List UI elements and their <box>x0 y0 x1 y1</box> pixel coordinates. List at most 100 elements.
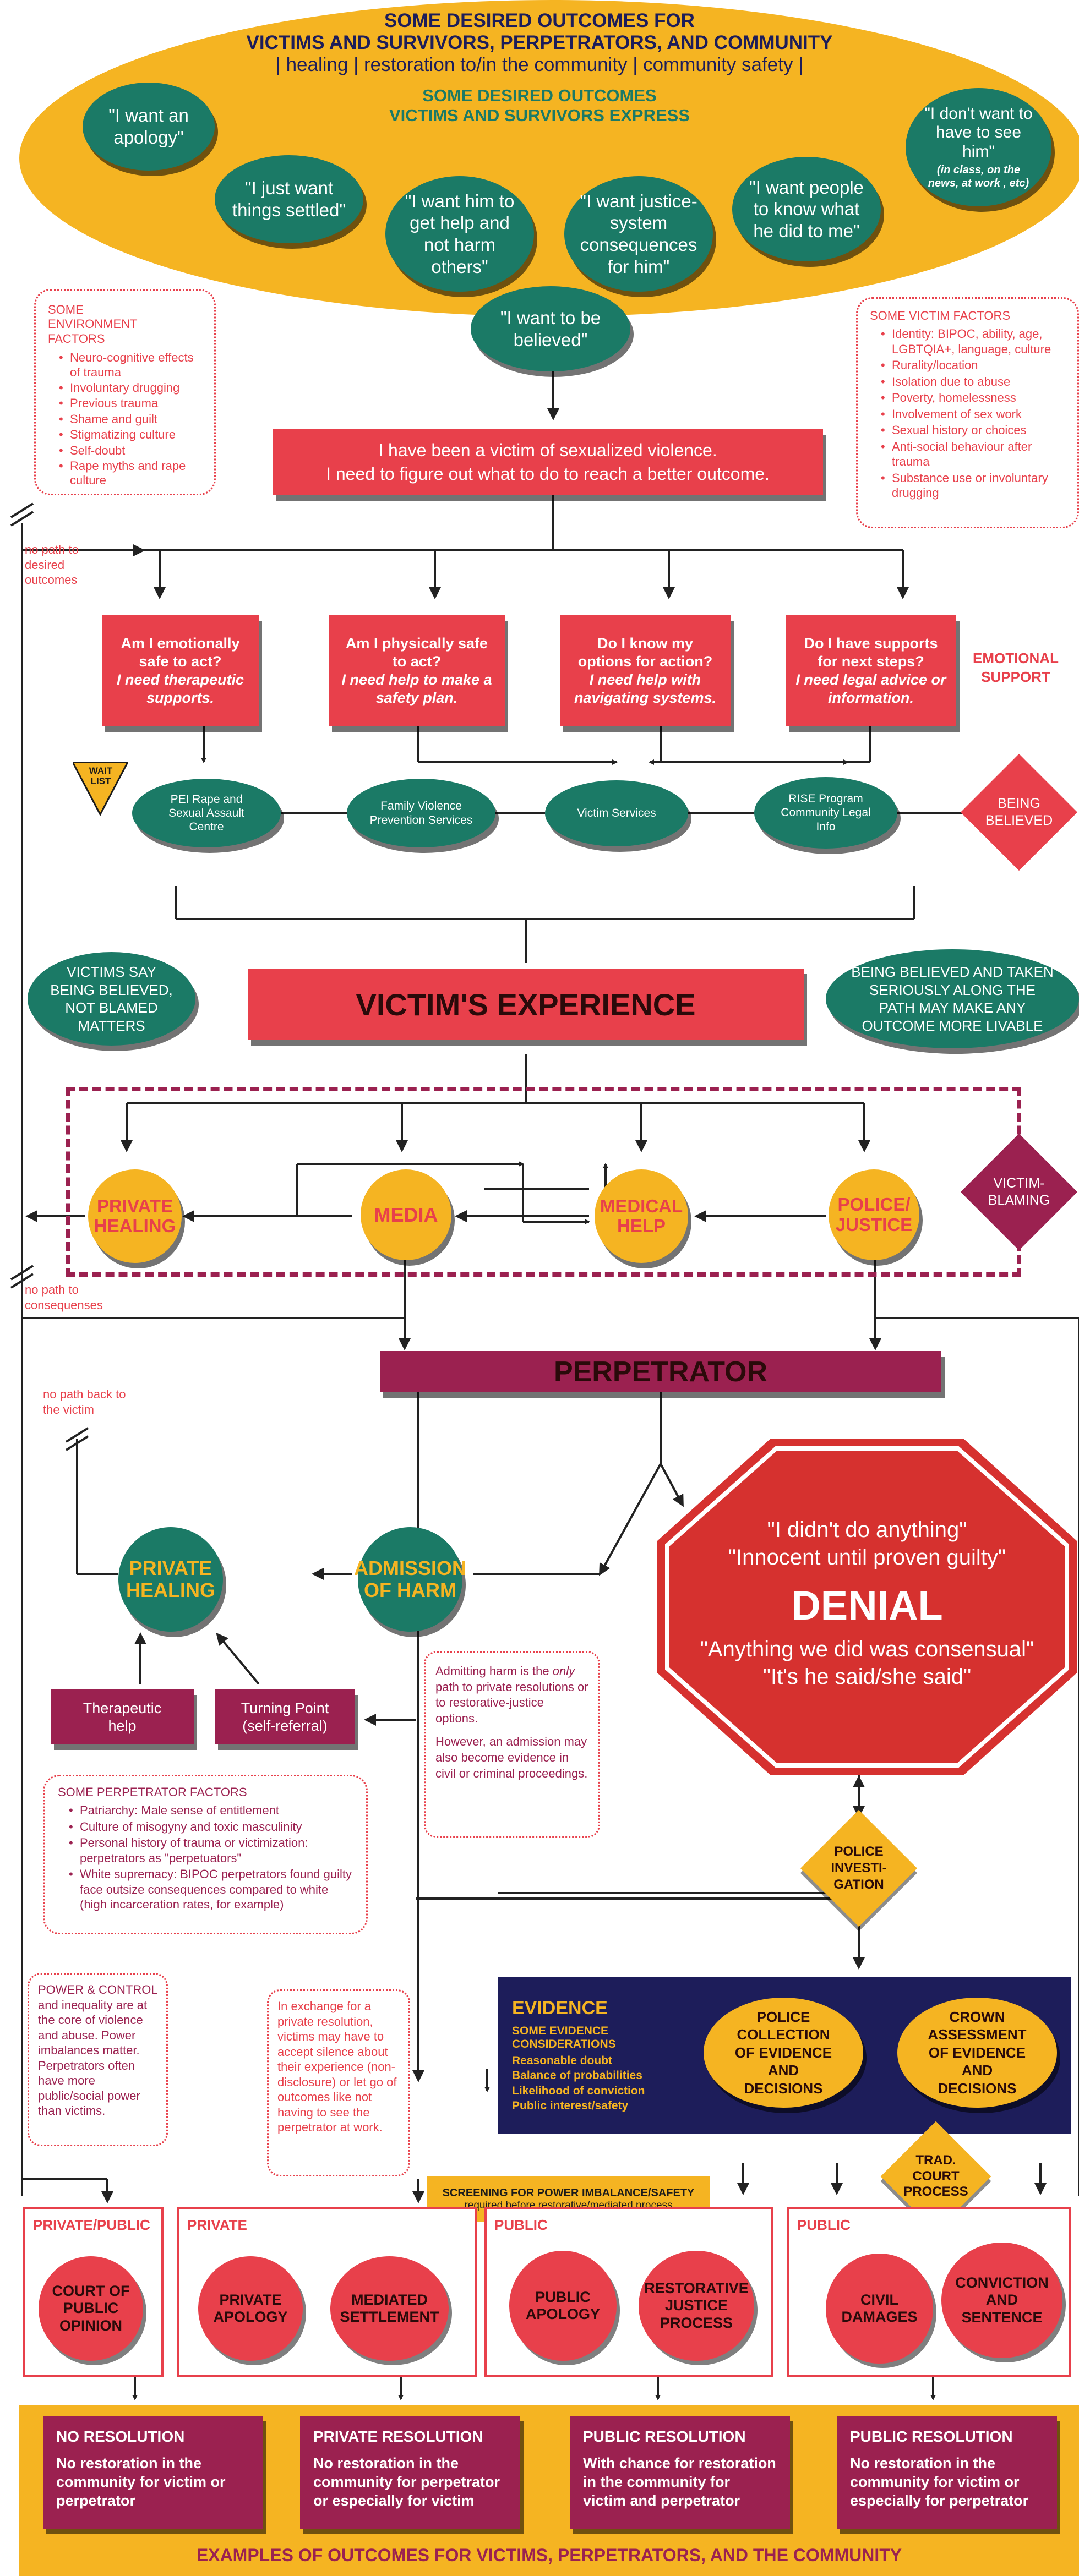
victim-statement-line1: I have been a victim of sexualized viole… <box>378 440 717 460</box>
resolution-desc: No restoration in the community for perp… <box>313 2455 500 2509</box>
victim-factors-title: SOME VICTIM FACTORS <box>870 309 1011 322</box>
outcome-group-label: PUBLIC <box>797 2217 851 2233</box>
path-label: MEDIA <box>374 1203 438 1226</box>
path-media: MEDIA <box>361 1169 451 1260</box>
question-need: I need help to make a safety plan. <box>341 671 492 706</box>
outcome-label: RESTORATIVE JUSTICE PROCESS <box>644 2280 749 2331</box>
page-title-line3: | healing | restoration to/in the commun… <box>275 54 804 75</box>
perp-factors-title: SOME PERPETRATOR FACTORS <box>58 1785 247 1799</box>
question-need: I need legal advice or information. <box>795 671 946 706</box>
victim-factors-box: SOME VICTIM FACTORS Identity: BIPOC, abi… <box>856 297 1079 528</box>
environment-factor: Self-doubt <box>59 444 202 458</box>
resolution-private: PRIVATE RESOLUTION No restoration in the… <box>300 2416 520 2529</box>
resolution-desc: No restoration in the community for vict… <box>850 2455 1029 2509</box>
victim-blaming-label: VICTIM-BLAMING <box>988 1175 1050 1208</box>
outcome-group-label: PUBLIC <box>494 2217 548 2233</box>
environment-factor: Shame and guilt <box>59 412 202 427</box>
victim-factors-list: Identity: BIPOC, ability, age, LGBTQIA+,… <box>870 326 1065 501</box>
admitting-note-p1a: Admitting harm is the <box>435 1664 549 1678</box>
desired-outcomes-banner <box>19 0 1079 316</box>
quote-apology: "I want an apology" <box>83 83 215 171</box>
outcome-civil-damages: CIVIL DAMAGES <box>826 2254 933 2364</box>
question-options: Do I know my options for action? I need … <box>560 615 731 726</box>
perp-factors-box: SOME PERPETRATOR FACTORS Patriarchy: Mal… <box>43 1775 368 1934</box>
quote-not-see: "I don't want to have to see him" (in cl… <box>906 88 1051 206</box>
denial-stop-sign <box>657 1439 1077 1775</box>
header-titles: SOME DESIRED OUTCOMES FOR VICTIMS AND SU… <box>165 10 914 125</box>
power-control-box: POWER & CONTROL and inequality are at th… <box>28 1973 168 2146</box>
evidence-item: Likelihood of conviction <box>512 2084 645 2097</box>
service-label: PEI Rape and Sexual Assault Centre <box>168 792 244 834</box>
quote-not-see-text: "I don't want to have to see him" <box>924 104 1033 161</box>
victims-experience-title: VICTIM'S EXPERIENCE <box>356 987 696 1022</box>
resolution-title: PRIVATE RESOLUTION <box>313 2428 483 2445</box>
subtitle-line2: VICTIMS AND SURVIVORS EXPRESS <box>389 106 690 125</box>
service-label: RISE Program Community Legal Info <box>781 792 871 833</box>
victim-statement-line2: I need to figure out what to do to reach… <box>326 464 770 484</box>
question-text: Do I have supports for next steps? <box>804 635 938 670</box>
no-path-back-note: no path back to the victim <box>43 1387 126 1416</box>
victim-factor: Poverty, homelessness <box>881 390 1065 406</box>
resolution-title: PUBLIC RESOLUTION <box>850 2428 1013 2445</box>
outcome-label: PRIVATE APOLOGY <box>213 2291 288 2325</box>
quote-apology-text: "I want an apology" <box>108 105 189 147</box>
exchange-note-box: In exchange for a private resolution, vi… <box>267 1989 410 2176</box>
quote-settled-text: "I just want things settled" <box>232 178 346 220</box>
question-emotional: Am I emotionally safe to act? I need the… <box>102 615 259 726</box>
outcome-mediated-settlement: MEDIATED SETTLEMENT <box>330 2256 449 2361</box>
perp-factor: Culture of misogyny and toxic masculinit… <box>69 1819 353 1835</box>
perpetrator-title: PERPETRATOR <box>553 1355 768 1388</box>
victim-factor: Sexual history or choices <box>881 423 1065 438</box>
perp-factor: Patriarchy: Male sense of entitlement <box>69 1803 353 1818</box>
environment-factors-box: SOME ENVIRONMENT FACTORS Neuro-cognitive… <box>34 289 216 495</box>
admitting-note-p1b: path to private resolutions or to restor… <box>435 1680 588 1725</box>
perp-factors-list: Patriarchy: Male sense of entitlement Cu… <box>58 1803 353 1912</box>
quote-justice-text: "I want justice-system consequences for … <box>580 190 697 277</box>
emotional-support-label: EMOTIONAL SUPPORT <box>973 650 1059 685</box>
subtitle-line1: SOME DESIRED OUTCOMES <box>422 86 657 105</box>
page-title-line2: VICTIMS AND SURVIVORS, PERPETRATORS, AND… <box>246 32 833 53</box>
footer-caption: EXAMPLES OF OUTCOMES FOR VICTIMS, PERPET… <box>196 2545 902 2565</box>
resolution-title: PUBLIC RESOLUTION <box>583 2428 746 2445</box>
police-investigation-diamond: POLICE INVESTI- GATION <box>800 1809 918 1927</box>
police-collection-ellipse: POLICE COLLECTION OF EVIDENCE AND DECISI… <box>704 1998 863 2108</box>
victim-factor: Isolation due to abuse <box>881 374 1065 390</box>
quote-justice: "I want justice-system consequences for … <box>564 176 713 292</box>
evidence-sub1: SOME EVIDENCE <box>512 2025 609 2037</box>
quote-not-see-note: (in class, on the news, at work , etc) <box>928 164 1029 190</box>
outcome-label: CONVICTION AND SENTENCE <box>955 2274 1049 2326</box>
path-label: POLICE/ JUSTICE <box>835 1194 913 1235</box>
being-believed-label: BEING BELIEVED <box>985 795 1053 828</box>
exchange-note-text: In exchange for a private resolution, vi… <box>277 1999 397 2134</box>
private-healing-label: PRIVATE HEALING <box>126 1557 215 1601</box>
path-private-healing: PRIVATE HEALING <box>88 1169 182 1263</box>
quote-believed-text: "I want to be believed" <box>500 307 601 350</box>
service-family-violence: Family Violence Prevention Services <box>347 779 495 847</box>
outcome-conviction-sentence: CONVICTION AND SENTENCE <box>941 2243 1062 2358</box>
environment-factor: Involuntary drugging <box>59 381 202 396</box>
denial-line4: "It's he said/she said" <box>762 1665 972 1689</box>
turning-point-box: Turning Point (self-referral) <box>215 1689 355 1744</box>
denial-line2: "Innocent until proven guilty" <box>728 1545 1006 1569</box>
quote-settled: "I just want things settled" <box>215 155 363 243</box>
power-control-text: POWER & CONTROL and inequality are at th… <box>38 1983 157 2118</box>
admitting-note-p1: Admitting harm is the only path to priva… <box>435 1664 588 1726</box>
environment-factor: Previous trauma <box>59 396 202 411</box>
outcome-group-label: PRIVATE <box>187 2217 247 2233</box>
victim-statement-box: I have been a victim of sexualized viole… <box>273 429 823 495</box>
quote-get-help-text: "I want him to get help and not harm oth… <box>405 190 515 277</box>
no-path-consequences-note: no path to consequenses <box>25 1283 103 1312</box>
environment-factor: Rape myths and rape culture <box>59 459 202 488</box>
service-label: Victim Services <box>577 807 656 820</box>
police-investigation-label: POLICE INVESTI- GATION <box>831 1844 887 1892</box>
therapeutic-help-box: Therapeutic help <box>51 1689 194 1744</box>
private-healing-circle: PRIVATE HEALING <box>118 1527 223 1632</box>
being-believed-diamond: BEING BELIEVED <box>960 753 1078 871</box>
wait-list-sign <box>73 762 128 817</box>
victim-factor: Involvement of sex work <box>881 407 1065 422</box>
admission-of-harm-label: ADMISSION OF HARM <box>354 1557 467 1601</box>
victim-factor: Anti-social behaviour after trauma <box>881 439 1065 469</box>
perp-factor: White supremacy: BIPOC perpetrators foun… <box>69 1867 353 1912</box>
victims-say-ellipse: VICTIMS SAY BEING BELIEVED, NOT BLAMED M… <box>28 952 195 1046</box>
